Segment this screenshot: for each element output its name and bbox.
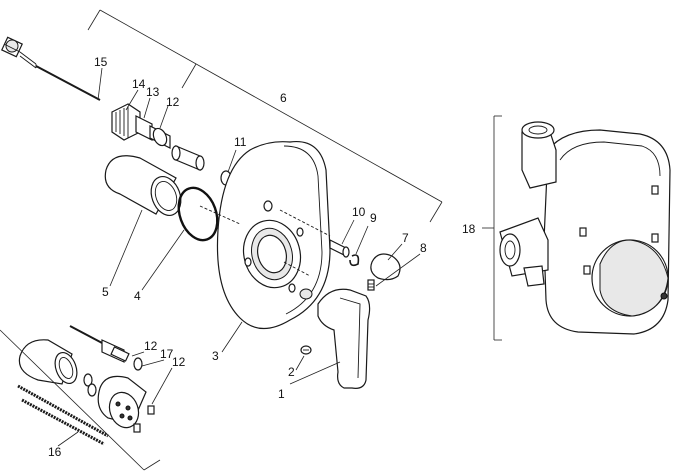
- callout-1: 1: [278, 387, 285, 401]
- part-10-pin: [329, 239, 350, 258]
- part-12-cartridge-stem: [149, 125, 171, 149]
- callout-9: 9: [370, 211, 377, 225]
- part-9-clip: [349, 254, 360, 267]
- part-15-extension-spindle: [0, 36, 101, 101]
- part-2-small-screw: [300, 345, 312, 355]
- callout-16: 16: [48, 445, 62, 459]
- part-7-cap: [370, 253, 401, 281]
- callout-14: 14: [132, 77, 146, 91]
- callout-11: 11: [234, 135, 247, 149]
- callout-12-top: 12: [166, 95, 180, 109]
- part-5-sleeve: [104, 155, 182, 216]
- part-3-cover-plate: [216, 140, 331, 330]
- leader-lines: [0, 9, 502, 471]
- callout-labels: 15 14 13 12 6 11 10 9 7 8 18 5 4 3 2 1 1…: [48, 55, 476, 459]
- callout-8: 8: [420, 241, 427, 255]
- part-16-cartridge-cylinder: [97, 375, 147, 429]
- part-18-concealed-body: [499, 121, 671, 335]
- callout-15: 15: [94, 55, 108, 69]
- part-12-small-cylinder: [171, 145, 205, 171]
- callout-18: 18: [462, 222, 476, 236]
- callout-2: 2: [288, 365, 295, 379]
- callout-3: 3: [212, 349, 219, 363]
- callout-12-lower-b: 12: [172, 355, 186, 369]
- callout-6: 6: [280, 91, 287, 105]
- part-17-orings: [83, 357, 143, 397]
- part-16-rods: [17, 384, 109, 446]
- part-16-sleeve: [18, 339, 78, 385]
- part-16-stem: [69, 325, 130, 363]
- callout-17: 17: [160, 347, 174, 361]
- callout-12-lower-a: 12: [144, 339, 158, 353]
- part-1-lever-handle: [299, 288, 371, 389]
- callout-4: 4: [134, 289, 141, 303]
- callout-13: 13: [146, 85, 160, 99]
- part-14-cartridge-body: [111, 103, 141, 141]
- part-16-pins: [133, 405, 155, 433]
- callout-5: 5: [102, 285, 109, 299]
- callout-10: 10: [352, 205, 366, 219]
- part-13-cartridge-sleeve: [135, 115, 153, 141]
- axis-lines: [199, 205, 331, 277]
- part-4-large-oring: [177, 186, 219, 242]
- callout-7: 7: [402, 231, 409, 245]
- part-8-grub-screw: [367, 279, 375, 291]
